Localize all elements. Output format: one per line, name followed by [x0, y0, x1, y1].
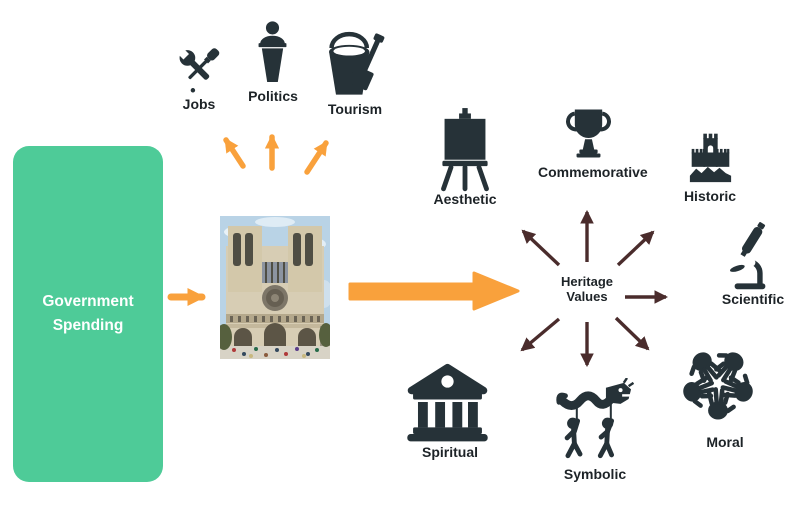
scientific-label: Scientific [721, 291, 785, 307]
tourism-label: Tourism [327, 101, 383, 117]
speaker-podium-icon [252, 18, 293, 87]
cathedral-image [216, 216, 333, 359]
cathedral-photo [216, 216, 333, 359]
hands-circle-icon [673, 337, 763, 430]
aesthetic-label: Aesthetic [433, 191, 497, 207]
moral-label: Moral [706, 434, 744, 450]
government-spending-label: Government Spending [42, 292, 134, 334]
historic-label: Historic [683, 188, 737, 204]
cathedral-to-heritage-arrow [348, 271, 520, 311]
hub-line1: Heritage [560, 274, 614, 289]
trophy-icon [560, 105, 617, 162]
heritage-values-hub: Heritage Values [543, 274, 631, 304]
jobs-label: Jobs [182, 96, 216, 112]
government-spending-box: Government Spending [13, 146, 163, 482]
castle-icon [688, 131, 733, 187]
hub-arrow-historic [616, 230, 655, 267]
symbolic-label: Symbolic [563, 466, 627, 482]
cathedral-to-jobs-arrow [223, 137, 246, 169]
temple-icon [402, 361, 493, 443]
hub-arrow-moral [614, 316, 650, 351]
spiritual-label: Spiritual [421, 444, 478, 460]
hub-arrow-spiritual [520, 317, 561, 352]
politics-label: Politics [248, 88, 298, 104]
commemorative-label: Commemorative [538, 164, 648, 180]
easel-icon [438, 107, 492, 192]
bucket-spade-icon [324, 31, 387, 99]
cathedral-to-tourism-arrow [304, 140, 329, 175]
hub-line2: Values [566, 289, 608, 304]
microscope-icon [727, 221, 773, 291]
dragon-dance-icon [552, 378, 634, 463]
tools-icon [170, 41, 227, 97]
hub-arrow-aesthetic [521, 229, 561, 267]
